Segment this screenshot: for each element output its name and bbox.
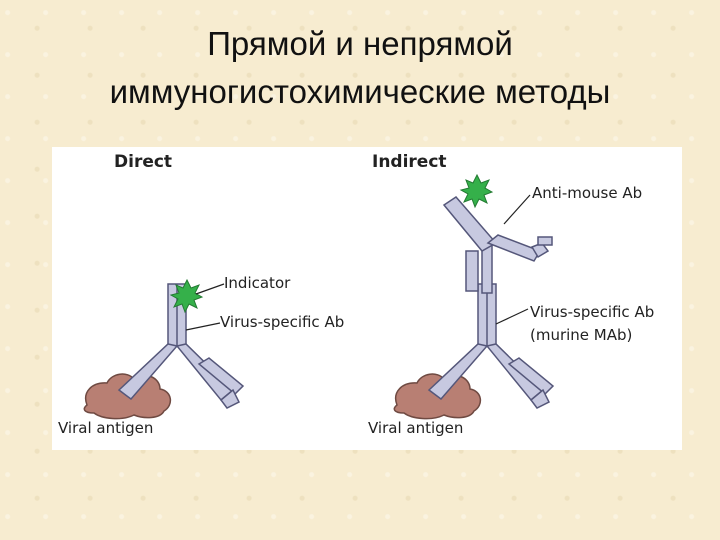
secondary-antibody <box>442 196 553 294</box>
indirect-indicator-star <box>459 173 494 209</box>
indicator-label: Indicator <box>224 274 291 292</box>
diagram-svg: Direct Indicator Virus-specific Ab Viral… <box>58 152 654 437</box>
indirect-heading: Indirect <box>372 152 447 172</box>
secondary-antibody-label: Anti-mouse Ab <box>532 184 642 202</box>
direct-ab-leader <box>185 322 221 331</box>
indirect-antibody-label-2: (murine MAb) <box>530 326 632 344</box>
direct-primary-antibody <box>117 283 245 409</box>
direct-antigen-label: Viral antigen <box>58 419 153 437</box>
indirect-ab-leader <box>495 308 529 325</box>
direct-heading: Direct <box>114 152 172 172</box>
direct-antibody-label: Virus-specific Ab <box>220 313 344 331</box>
direct-indicator-star <box>169 278 204 314</box>
title-line-2: иммуногистохимические методы <box>109 73 611 110</box>
indirect-antibody-label-1: Virus-specific Ab <box>530 303 654 321</box>
indirect-antigen-label: Viral antigen <box>368 419 463 437</box>
title-line-1: Прямой и непрямой <box>207 25 513 62</box>
slide-title: Прямой и непрямой иммуногистохимические … <box>0 20 720 116</box>
indicator-leader <box>195 283 225 295</box>
immuno-diagram: Direct Indicator Virus-specific Ab Viral… <box>52 147 682 450</box>
secondary-leader <box>503 194 531 225</box>
